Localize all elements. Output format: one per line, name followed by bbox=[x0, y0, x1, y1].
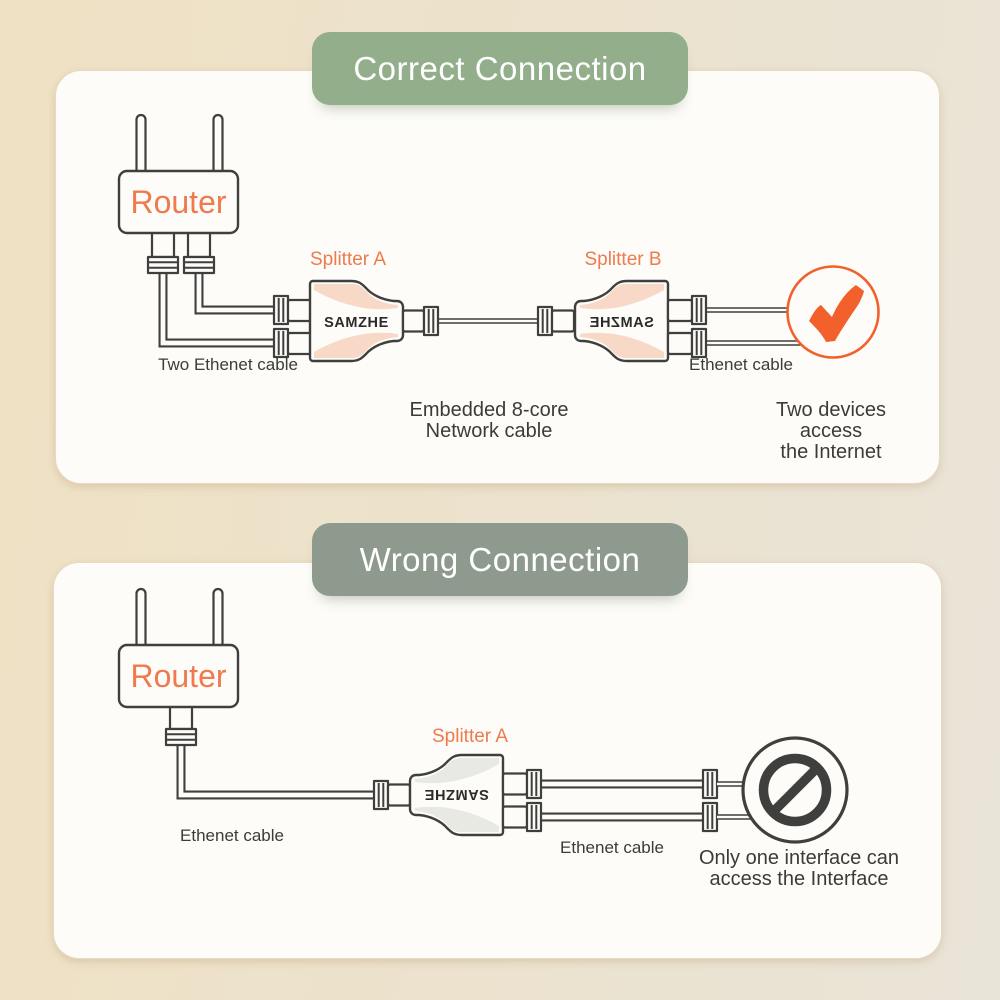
caption-line: Network cable bbox=[425, 420, 553, 442]
ethernet-cable-label: Ethenet cable bbox=[560, 838, 664, 857]
splitter-a-device: SAMZHE bbox=[308, 279, 405, 363]
router-ports bbox=[164, 704, 198, 747]
no-entry-icon bbox=[741, 736, 849, 844]
wrong-connection-banner: Wrong Connection bbox=[312, 523, 688, 596]
correct-diagram: SAMZHE SAMZHE bbox=[117, 113, 880, 363]
cable-connectors bbox=[272, 294, 314, 359]
embedded-cable-caption: Embedded 8-core Network cable bbox=[410, 400, 569, 442]
one-interface-caption: Only one interface can access the Interf… bbox=[699, 848, 899, 890]
brand-text-mirrored: SAMZHE bbox=[589, 315, 654, 331]
caption-line: Two devices access bbox=[775, 399, 887, 442]
ethernet-cable-line bbox=[158, 270, 276, 348]
two-ethernet-cable-label: Two Ethenet cable bbox=[158, 355, 298, 374]
router-label: Router bbox=[130, 184, 227, 220]
splitter-a-label: Splitter A bbox=[431, 726, 509, 747]
router-antennas bbox=[135, 587, 224, 651]
caption-line: Embedded 8-core bbox=[409, 399, 569, 421]
caption-line: the Internet bbox=[780, 441, 882, 463]
ethernet-cable-line bbox=[666, 294, 805, 359]
splitter-a-device: SAMZHE bbox=[408, 753, 505, 837]
router-label: Router bbox=[130, 658, 227, 694]
two-devices-caption: Two devices access the Internet bbox=[747, 400, 916, 463]
router-device bbox=[117, 169, 240, 235]
brand-text: SAMZHE bbox=[324, 315, 389, 331]
ethernet-cable-line bbox=[501, 768, 765, 833]
embedded-network-cable bbox=[401, 305, 576, 337]
wrong-diagram: SAMZHE bbox=[117, 587, 849, 844]
ethernet-cable-label: Ethenet cable bbox=[689, 355, 793, 374]
router-ports bbox=[146, 230, 216, 275]
cable-connectors bbox=[372, 779, 412, 811]
caption-line: access the Interface bbox=[709, 868, 889, 890]
ethernet-cable-line bbox=[176, 743, 374, 800]
ethernet-cable-label: Ethenet cable bbox=[180, 826, 284, 845]
splitter-b-device: SAMZHE bbox=[573, 279, 670, 363]
splitter-a-label: Splitter A bbox=[309, 249, 387, 270]
correct-connection-banner: Correct Connection bbox=[312, 32, 688, 105]
caption-line: Only one interface can bbox=[698, 847, 900, 869]
check-icon bbox=[786, 265, 880, 359]
brand-text-rotated: SAMZHE bbox=[424, 786, 489, 802]
splitter-b-label: Splitter B bbox=[584, 249, 662, 270]
router-device bbox=[117, 643, 240, 709]
router-antennas bbox=[135, 113, 224, 179]
